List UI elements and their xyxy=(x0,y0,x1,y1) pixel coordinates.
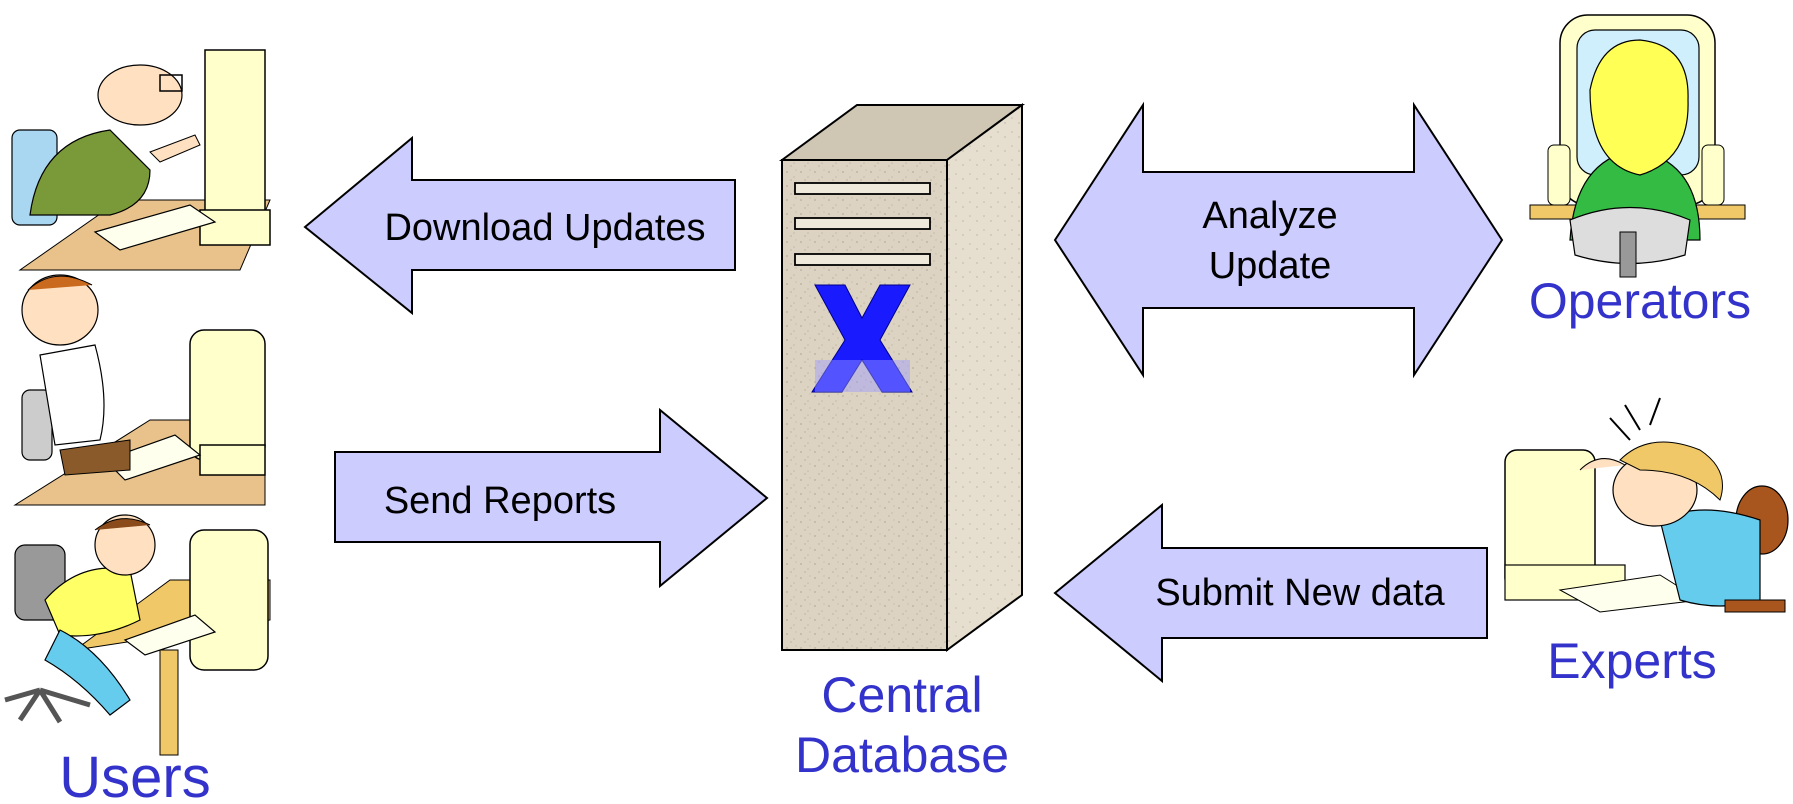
user-middle-icon xyxy=(13,274,266,506)
central-database-label-line1: Central xyxy=(821,667,982,723)
send-reports-arrow: Send Reports xyxy=(334,407,769,589)
submit-arrow-shape xyxy=(1053,502,1488,684)
analyze-update-label-line2: Update xyxy=(1209,245,1332,287)
submit-new-data-arrow: Submit New data xyxy=(1053,502,1488,684)
drive-bay-2 xyxy=(794,217,931,230)
analyze-update-label-line1: Analyze xyxy=(1202,195,1337,237)
analyze-arrow-shape xyxy=(1053,101,1504,379)
users-label: Users xyxy=(59,745,210,804)
download-arrow-shape xyxy=(303,135,736,316)
send-reports-label: Send Reports xyxy=(384,480,616,522)
central-database-label-line2: Database xyxy=(795,727,1009,783)
user-top-icon xyxy=(11,49,271,271)
submit-new-data-label: Submit New data xyxy=(1155,572,1445,614)
server-tower-icon: Central Database xyxy=(778,103,1026,783)
user-bottom-icon xyxy=(4,514,271,756)
server-side xyxy=(946,103,1023,652)
experts-label: Experts xyxy=(1547,633,1717,689)
drive-bay-1 xyxy=(794,182,931,195)
x-logo-icon xyxy=(811,284,913,393)
users-group: Users xyxy=(4,49,271,804)
download-updates-arrow: Download Updates xyxy=(303,135,736,316)
drive-bay-3 xyxy=(794,253,931,266)
send-arrow-shape xyxy=(334,407,769,589)
analyze-update-arrow: Analyze Update xyxy=(1053,101,1504,379)
operators-label: Operators xyxy=(1529,273,1751,329)
operator-at-monitor-icon: Operators xyxy=(1529,14,1751,329)
server-front xyxy=(781,159,948,651)
expert-at-computer-icon: Experts xyxy=(1504,397,1789,689)
download-updates-label: Download Updates xyxy=(384,207,705,249)
